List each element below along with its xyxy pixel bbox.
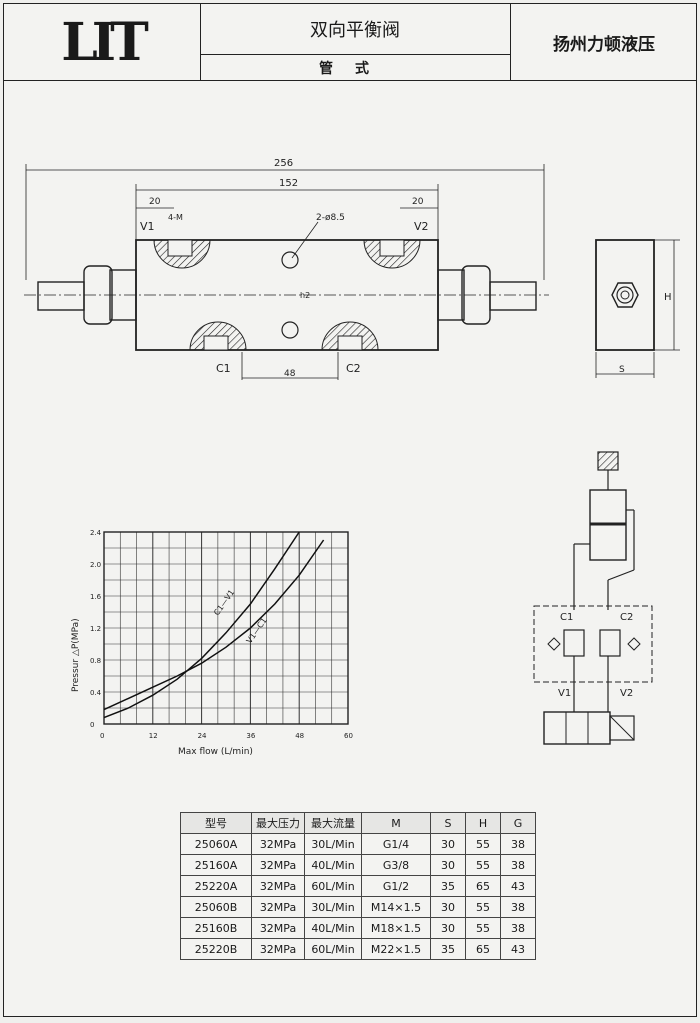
valve-drawing: 256 152 20 20 4-M V1 V2 2-ø8.5 h2 bbox=[24, 158, 680, 380]
product-title: 双向平衡阀 bbox=[200, 4, 510, 55]
series-label: C1—V1 bbox=[212, 588, 236, 617]
hydraulic-schematic: C1 C2 V1 V2 bbox=[533, 451, 653, 745]
schem-c2: C2 bbox=[620, 612, 633, 623]
chart-ylabel: Pressur △P(MPa) bbox=[71, 618, 81, 692]
table-header-row: 型号 最大压力 最大流量 M S H G bbox=[180, 812, 536, 834]
schem-v2: V2 bbox=[620, 688, 633, 699]
col-max-pressure: 最大压力 bbox=[251, 812, 305, 834]
side-dim-h: H bbox=[664, 292, 672, 303]
dim-center: 48 bbox=[284, 369, 296, 379]
series-line bbox=[103, 531, 300, 719]
label-c2: C2 bbox=[346, 362, 361, 375]
dim-port-right: 20 bbox=[412, 197, 424, 207]
col-model: 型号 bbox=[180, 812, 252, 834]
label-c1: C1 bbox=[216, 362, 231, 375]
x-tick-label: 36 bbox=[246, 732, 255, 740]
product-subtitle: 管式 bbox=[319, 60, 391, 77]
col-m: M bbox=[361, 812, 431, 834]
chart-xlabel: Max flow (L/min) bbox=[178, 747, 253, 757]
y-tick-label: 1.6 bbox=[90, 593, 102, 601]
label-v1: V1 bbox=[140, 220, 155, 233]
title-cell: 双向平衡阀 管式 bbox=[200, 4, 511, 80]
port-thread: 4-M bbox=[168, 213, 183, 222]
y-tick-label: 0.8 bbox=[90, 657, 101, 665]
x-tick-label: 60 bbox=[344, 732, 353, 740]
side-dim-s: S bbox=[619, 365, 625, 375]
datasheet-page: LIT 双向平衡阀 管式 扬州力顿液压 256 152 20 20 4-M V1… bbox=[3, 3, 697, 1017]
x-tick-label: 0 bbox=[100, 732, 104, 740]
label-v2: V2 bbox=[414, 220, 429, 233]
logo: LIT bbox=[4, 4, 201, 80]
header: LIT 双向平衡阀 管式 扬州力顿液压 bbox=[4, 4, 696, 81]
dim-overall: 256 bbox=[274, 158, 293, 169]
dim-offset: h2 bbox=[300, 291, 310, 300]
schem-c1: C1 bbox=[560, 612, 573, 623]
col-g: G bbox=[500, 812, 536, 834]
col-h: H bbox=[465, 812, 501, 834]
y-tick-label: 2.4 bbox=[90, 529, 102, 537]
x-tick-label: 12 bbox=[149, 732, 158, 740]
side-view bbox=[595, 239, 655, 351]
col-max-flow: 最大流量 bbox=[304, 812, 362, 834]
hole-spec: 2-ø8.5 bbox=[316, 213, 345, 223]
dim-body: 152 bbox=[279, 178, 298, 189]
directional-valve bbox=[543, 711, 611, 745]
schem-v1: V1 bbox=[558, 688, 571, 699]
y-tick-label: 1.2 bbox=[90, 625, 101, 633]
x-tick-label: 48 bbox=[295, 732, 304, 740]
x-tick-label: 24 bbox=[198, 732, 207, 740]
chart-ticks: 0 12 24 36 48 60 0 0.4 0.8 1.2 1.6 2.0 2.4 bbox=[90, 529, 353, 740]
col-s: S bbox=[430, 812, 466, 834]
y-tick-label: 2.0 bbox=[90, 561, 101, 569]
chart-grid bbox=[103, 531, 349, 725]
chart-frame bbox=[103, 531, 349, 725]
y-tick-label: 0 bbox=[90, 721, 94, 729]
valve-block-symbol bbox=[533, 605, 653, 683]
series-line bbox=[103, 539, 325, 711]
company-name: 扬州力顿液压 bbox=[553, 34, 655, 55]
y-tick-label: 0.4 bbox=[90, 689, 102, 697]
dim-port-left: 20 bbox=[149, 197, 161, 207]
